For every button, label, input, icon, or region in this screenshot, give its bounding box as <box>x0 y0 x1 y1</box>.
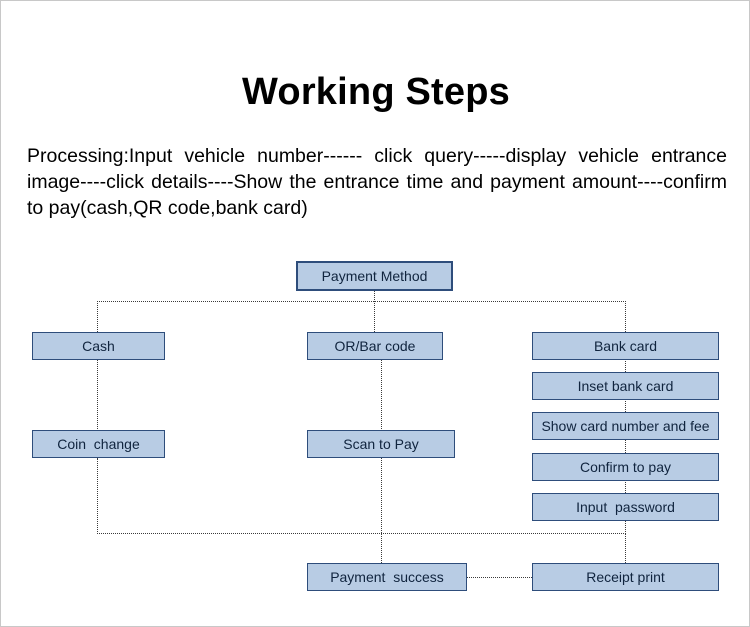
connector-root-stem <box>374 290 375 302</box>
connector-bar-to-cash <box>97 301 98 332</box>
node-bank-card[interactable]: Bank card <box>532 332 719 360</box>
connector-inset-to-show-card <box>625 399 626 412</box>
node-input-password[interactable]: Input password <box>532 493 719 521</box>
connector-bank-card-to-inset <box>625 359 626 372</box>
node-coin-change[interactable]: Coin change <box>32 430 165 458</box>
connector-scan-to-payment-success <box>381 458 382 563</box>
node-receipt-print[interactable]: Receipt print <box>532 563 719 591</box>
connector-bar-to-bank-card <box>625 301 626 332</box>
connector-rail-to-receipt-print <box>625 533 626 563</box>
connector-coin-change-to-rail <box>97 458 98 534</box>
connector-cash-to-coin-change <box>97 359 98 431</box>
connector-input-password-to-rail <box>625 521 626 534</box>
connector-payment-success-to-receipt <box>467 577 532 578</box>
node-show-card-number-and-fee[interactable]: Show card number and fee <box>532 412 719 440</box>
node-payment-method[interactable]: Payment Method <box>296 261 453 291</box>
node-payment-success[interactable]: Payment success <box>307 563 467 591</box>
connector-branch-bar <box>97 301 626 302</box>
node-scan-to-pay[interactable]: Scan to Pay <box>307 430 455 458</box>
connector-bottom-rail <box>97 533 626 534</box>
page-title: Working Steps <box>242 71 510 113</box>
node-inset-bank-card[interactable]: Inset bank card <box>532 372 719 400</box>
connector-show-card-to-confirm <box>625 440 626 453</box>
processing-description: Processing:Input vehicle number------ cl… <box>27 145 733 219</box>
connector-confirm-to-input-password <box>625 480 626 493</box>
connector-qr-to-scan <box>381 359 382 431</box>
node-confirm-to-pay[interactable]: Confirm to pay <box>532 453 719 481</box>
connector-bar-to-qr <box>374 301 375 332</box>
node-or-bar-code[interactable]: OR/Bar code <box>307 332 443 360</box>
node-cash[interactable]: Cash <box>32 332 165 360</box>
